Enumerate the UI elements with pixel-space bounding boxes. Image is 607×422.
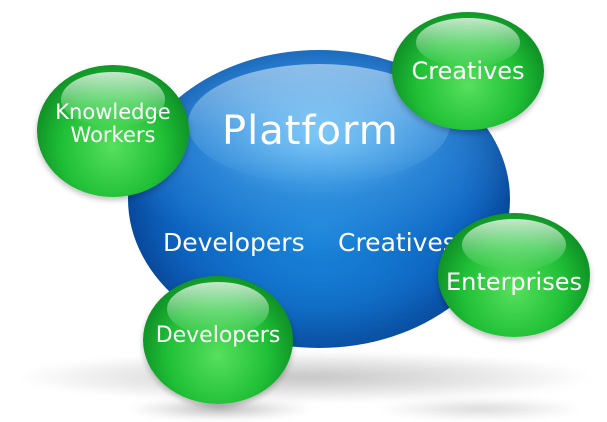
bubble-label-line: Workers [70,123,156,148]
ground-shadow-right [380,398,580,420]
bubble-knowledge-workers: Knowledge Workers [37,65,189,197]
platform-title: Platform [222,108,399,154]
ground-shadow-left [130,398,310,420]
bubble-enterprises: Enterprises [438,213,590,337]
platform-inner-label-creatives: Creatives [338,228,456,257]
bubble-knowledge-workers-label: Knowledge Workers [37,100,189,148]
bubble-developers: Developers [143,276,293,404]
bubble-creatives-label: Creatives [411,57,525,85]
bubble-creatives: Creatives [392,12,544,130]
ground-shadow [20,352,590,402]
bubble-developers-label: Developers [155,323,281,348]
bubble-label-line: Knowledge [55,100,171,124]
platform-inner-label-developers: Developers [163,228,305,257]
bubble-enterprises-label: Enterprises [446,268,582,296]
